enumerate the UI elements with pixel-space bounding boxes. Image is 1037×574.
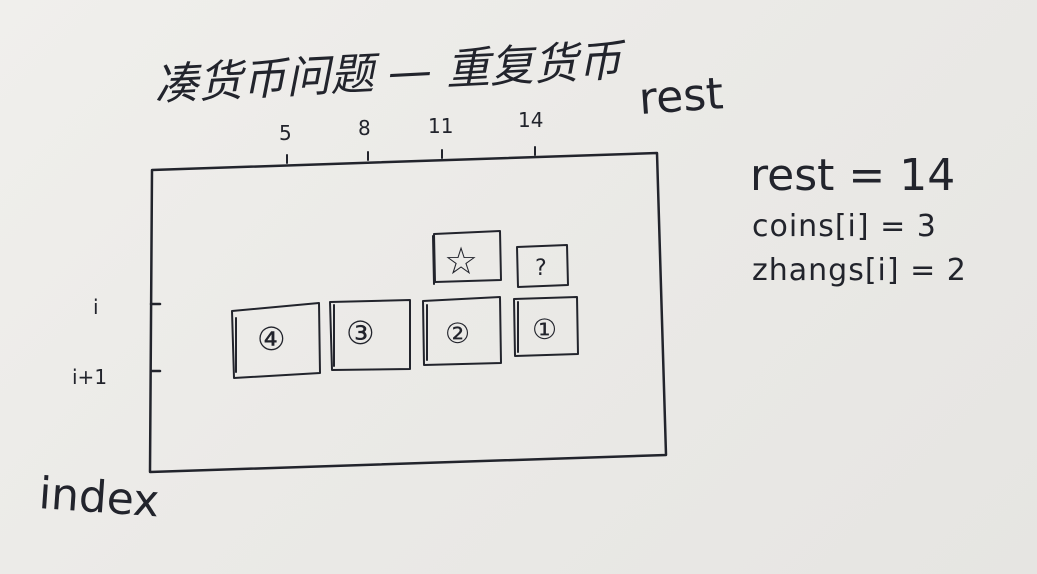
cell-number-4: ④ [257,320,286,358]
dp-table-border [148,151,668,474]
x-tick-label-8: 8 [358,116,371,140]
y-axis-label: index [37,468,161,527]
note-rest: rest = 14 [750,150,955,201]
cell-number-1: ① [532,313,557,346]
y-tick-label-i: i [93,295,99,319]
y-tick-label-i-plus-1: i+1 [72,365,107,389]
cell-2: ② [422,296,502,366]
cell-3: ③ [329,299,411,371]
cell-1: ① [513,296,579,357]
cell-number-3: ③ [346,314,375,352]
cell-question: ? [516,244,569,288]
x-tick-label-11: 11 [428,114,453,138]
cell-4: ④ [231,302,321,379]
note-zhangs: zhangs[i] = 2 [752,253,967,288]
sketch-title: 凑货币问题 — 重复货币 [153,35,628,111]
question-mark: ? [535,256,547,281]
x-tick-label-14: 14 [518,108,543,132]
x-axis-label: rest [637,68,725,125]
cell-number-2: ② [445,317,470,350]
star-mark: ☆ [444,239,478,283]
note-coins: coins[i] = 3 [752,209,937,244]
cell-star: ☆ [432,230,502,285]
x-tick-label-5: 5 [279,121,292,145]
